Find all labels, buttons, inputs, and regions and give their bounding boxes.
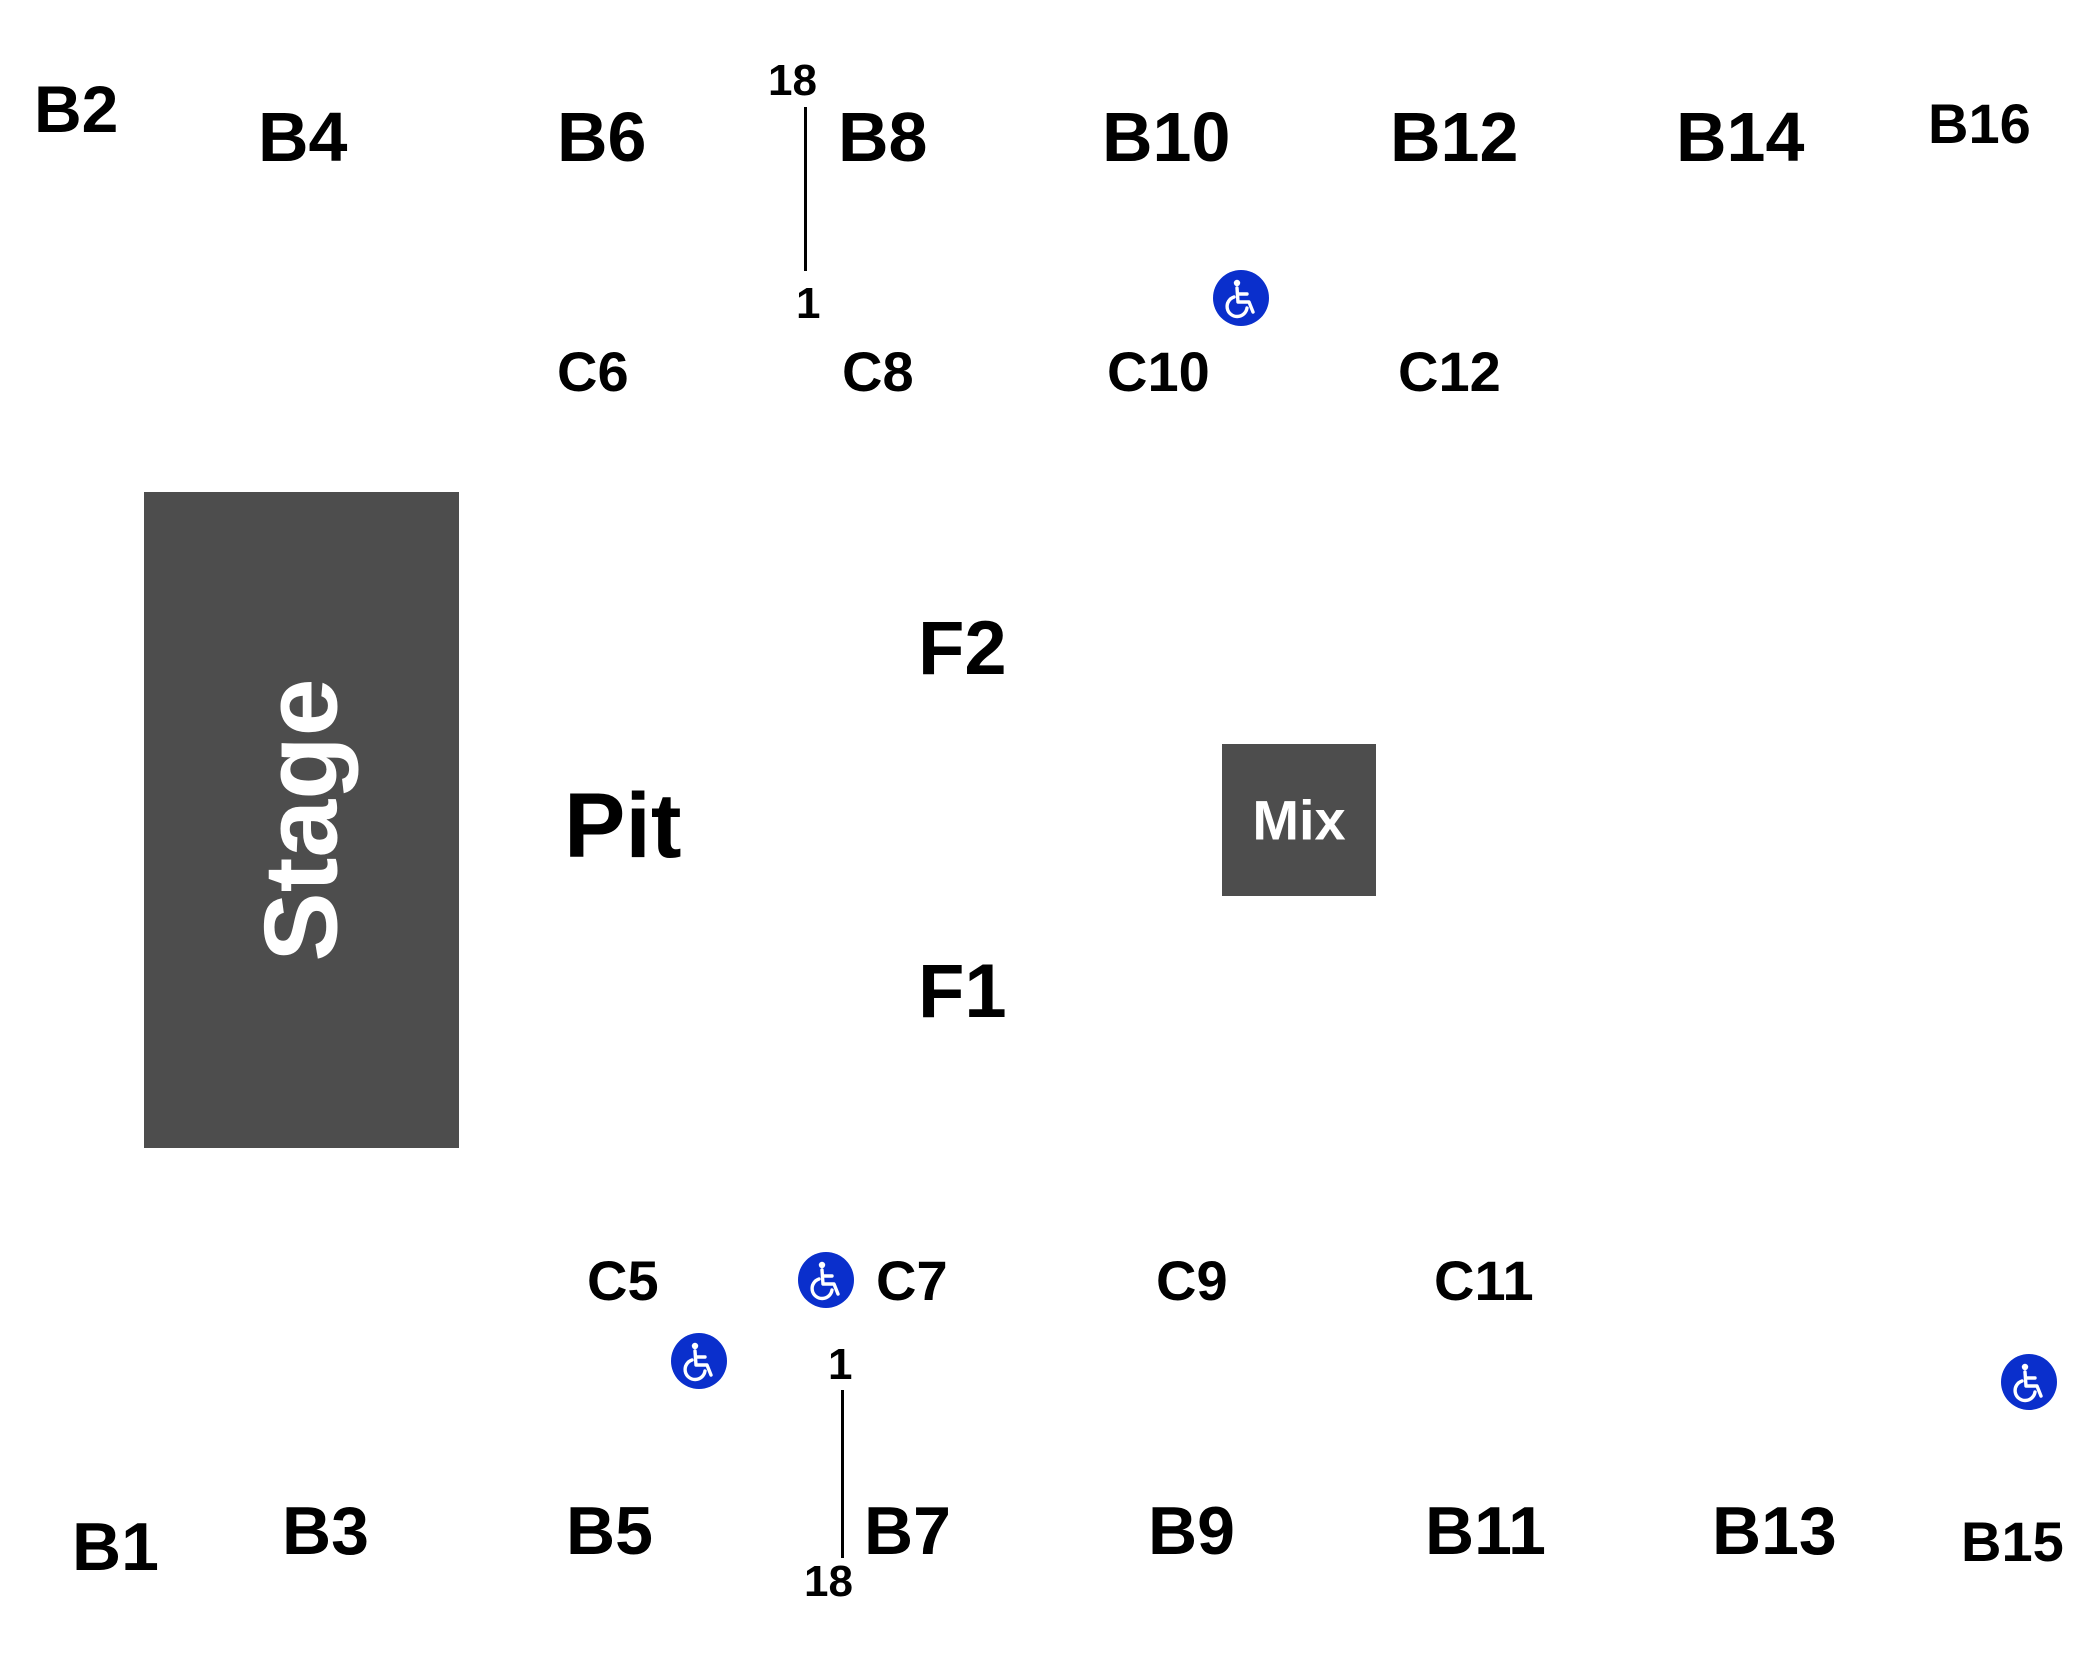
row-marker-top-first: 18 (768, 56, 817, 105)
section-c8[interactable]: C8 (842, 340, 914, 403)
section-b10[interactable]: B10 (1102, 98, 1231, 176)
section-b13[interactable]: B13 (1712, 1493, 1837, 1569)
mix-label: Mix (1252, 788, 1346, 852)
row-marker-top-line (804, 107, 807, 271)
section-b14[interactable]: B14 (1676, 98, 1805, 176)
section-b2[interactable]: B2 (34, 72, 119, 146)
wheelchair-icon (798, 1252, 854, 1308)
section-b1[interactable]: B1 (72, 1509, 159, 1585)
section-pit[interactable]: Pit (564, 775, 682, 877)
section-c7[interactable]: C7 (876, 1249, 948, 1312)
wheelchair-icon (671, 1333, 727, 1389)
section-b7[interactable]: B7 (864, 1493, 951, 1569)
section-b16[interactable]: B16 (1928, 92, 2031, 155)
section-c6[interactable]: C6 (557, 340, 629, 403)
section-b11[interactable]: B11 (1425, 1493, 1546, 1569)
section-b8[interactable]: B8 (838, 98, 928, 176)
row-marker-bottom-line (841, 1390, 844, 1558)
section-b15[interactable]: B15 (1961, 1510, 2064, 1573)
mix-position: Mix (1222, 744, 1376, 896)
section-f2[interactable]: F2 (918, 606, 1007, 691)
section-c10[interactable]: C10 (1107, 340, 1210, 403)
section-c9[interactable]: C9 (1156, 1249, 1228, 1312)
section-b6[interactable]: B6 (557, 98, 647, 176)
row-marker-top-last: 1 (796, 279, 821, 328)
row-marker-bottom-last: 18 (804, 1557, 853, 1606)
section-b12[interactable]: B12 (1390, 98, 1519, 176)
stage-label: Stage (243, 678, 359, 962)
section-b3[interactable]: B3 (282, 1493, 369, 1569)
section-f1[interactable]: F1 (918, 949, 1007, 1034)
wheelchair-icon (1213, 270, 1269, 326)
section-b5[interactable]: B5 (566, 1493, 653, 1569)
row-marker-bottom-first: 1 (828, 1340, 853, 1389)
stage: Stage (144, 492, 459, 1148)
section-c5[interactable]: C5 (587, 1249, 659, 1312)
section-c11[interactable]: C11 (1434, 1249, 1534, 1312)
section-b4[interactable]: B4 (258, 98, 348, 176)
section-c12[interactable]: C12 (1398, 340, 1501, 403)
section-b9[interactable]: B9 (1148, 1493, 1235, 1569)
wheelchair-icon (2001, 1354, 2057, 1410)
